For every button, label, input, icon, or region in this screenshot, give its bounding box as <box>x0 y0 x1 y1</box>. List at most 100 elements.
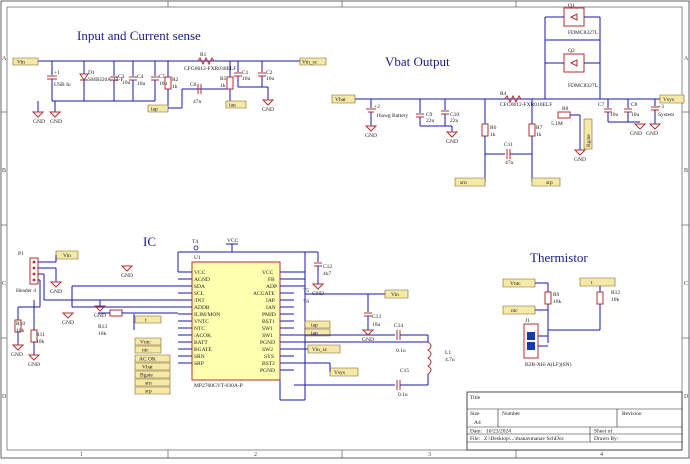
svg-text:GND: GND <box>646 131 658 137</box>
u1-pin-right: SYS <box>264 354 274 360</box>
r9-resistor <box>544 291 552 305</box>
r10-value: 10k <box>16 328 25 334</box>
gnd-symbol: GND <box>445 126 459 145</box>
r13-ref: R13 <box>98 324 107 330</box>
c8-value: 10u <box>631 112 640 118</box>
r8-ref: R8 <box>562 106 569 112</box>
gnd-symbol: GND <box>93 305 107 319</box>
gnd-symbol: GND <box>646 123 662 137</box>
j1-connector-body[interactable] <box>523 323 539 359</box>
net-label-srn[interactable] <box>454 177 486 187</box>
net-label-iap[interactable] <box>147 104 169 113</box>
q2-mosfet <box>563 53 585 73</box>
u1-pin-left: VNTC <box>194 319 209 325</box>
u1-pin-left: SDA <box>194 284 205 290</box>
net-label-vntc[interactable] <box>502 278 536 288</box>
p1-header-body[interactable] <box>29 257 39 285</box>
u1-pin-left: BGATE <box>194 347 212 353</box>
net-label-vin-sc[interactable] <box>299 57 327 66</box>
net-label-ntc-text: ntc <box>511 308 518 314</box>
grid-row-d-right: D <box>684 394 689 400</box>
svg-text:GND: GND <box>11 352 23 358</box>
net-label-vin-input[interactable] <box>12 57 39 66</box>
net-label-vin-sc-ic[interactable] <box>307 344 341 354</box>
r10-ref: R10 <box>16 321 25 327</box>
net-label-srp-ic[interactable] <box>134 386 171 395</box>
gnd-symbol: GND <box>311 283 325 297</box>
c14-ref: C14 <box>394 323 403 329</box>
grid-col-2: 2 <box>254 452 257 458</box>
net-label-t-therm[interactable] <box>579 277 616 287</box>
net-label-srn-ic-text: srn <box>145 381 152 387</box>
grid-row-c: C <box>2 281 6 287</box>
net-label-bgate[interactable] <box>583 118 593 150</box>
c3-value: 10u <box>122 80 131 86</box>
net-label-ian-text: ian <box>229 103 236 109</box>
net-label-ian-ic[interactable] <box>304 328 331 337</box>
c13-value: 10u <box>372 322 381 328</box>
svg-text:GND: GND <box>312 291 324 297</box>
net-label-t[interactable] <box>134 315 162 324</box>
u1-pin-left: SCL <box>194 291 205 297</box>
p1-value: Header 4 <box>16 288 36 294</box>
net-label-ian-ic-text: ian <box>311 331 318 337</box>
c6-value: 47n <box>193 99 202 105</box>
net-label-iap-ic[interactable] <box>304 320 331 329</box>
tb-file-value: Z:\Desktop\...\manavmanav SchDoc <box>484 436 565 442</box>
net-label-vntc-ic-text: Vntc <box>140 340 151 346</box>
ic-grounds: GND GND GND GND GND GND GND GND <box>11 265 375 368</box>
net-label-vbat[interactable] <box>331 94 356 104</box>
c15-ref: C15 <box>400 368 409 374</box>
net-label-bgate-text: Bgate <box>586 134 592 147</box>
c5-value: 10u <box>159 81 168 87</box>
net-label-srn-ic[interactable] <box>134 378 171 387</box>
u1-pin-left: SRN <box>194 354 205 360</box>
net-label-vsys-ic[interactable] <box>329 367 359 377</box>
sheet-inner-border <box>6 6 683 451</box>
u1-pin-left: AGND <box>194 277 210 283</box>
tb-number-label: Number <box>502 411 520 417</box>
net-label-acok[interactable] <box>134 354 171 363</box>
r9-ref: R9 <box>553 292 560 298</box>
net-label-vsys-out[interactable] <box>659 94 685 104</box>
u1-pin-right: ADP <box>266 284 277 290</box>
net-label-vbat-ic[interactable] <box>134 362 171 371</box>
net-label-srp[interactable] <box>531 177 561 187</box>
c-usb-ref: +1 <box>54 70 60 76</box>
net-label-t-text: t <box>145 318 147 324</box>
r9-value: 10k <box>553 299 562 305</box>
d1-ref: D1 <box>88 70 95 76</box>
r6-ref: R6 <box>490 125 497 131</box>
net-label-ntc-ic[interactable] <box>134 345 162 354</box>
net-label-srp-text: srp <box>546 180 553 186</box>
net-label-bgate-ic[interactable] <box>134 370 171 379</box>
c5-ref: C5 <box>159 74 166 80</box>
net-label-vin-ic[interactable] <box>384 289 409 299</box>
u1-ic-body[interactable] <box>191 261 281 381</box>
svg-text:GND: GND <box>33 119 45 125</box>
grid-row-c-right: C <box>684 281 688 287</box>
gnd-symbol: GND <box>48 101 62 125</box>
input-grounds: GND GND GND <box>31 99 275 125</box>
net-label-vin-header-text: Vin <box>63 253 71 259</box>
c9-ref: C9 <box>426 112 433 118</box>
svg-text:GND: GND <box>94 313 106 319</box>
u1-pin-right: SW2 <box>262 347 273 353</box>
u1-pin-right: ACGATE <box>253 291 275 297</box>
r12-value: 10k <box>611 297 620 303</box>
u1-pin-left: VCC <box>194 270 206 276</box>
q2-value: FDMC8327L <box>568 83 599 89</box>
tb-title-label: Title <box>470 395 481 401</box>
grid-row-b-right: B <box>684 168 688 174</box>
p1-ref: P1 <box>18 251 24 257</box>
r6-resistor <box>481 123 489 137</box>
net-label-ntc[interactable] <box>502 305 536 315</box>
u1-pin-right: IAP <box>266 298 275 304</box>
j1-ref: J1 <box>525 318 530 324</box>
net-label-vin-sc-ic-text: Vin_sc <box>312 347 328 353</box>
net-label-ian[interactable] <box>225 100 247 109</box>
net-label-vntc-ic[interactable] <box>134 337 162 346</box>
t4-testpoint <box>193 245 199 251</box>
grid-row-b: B <box>2 168 6 174</box>
